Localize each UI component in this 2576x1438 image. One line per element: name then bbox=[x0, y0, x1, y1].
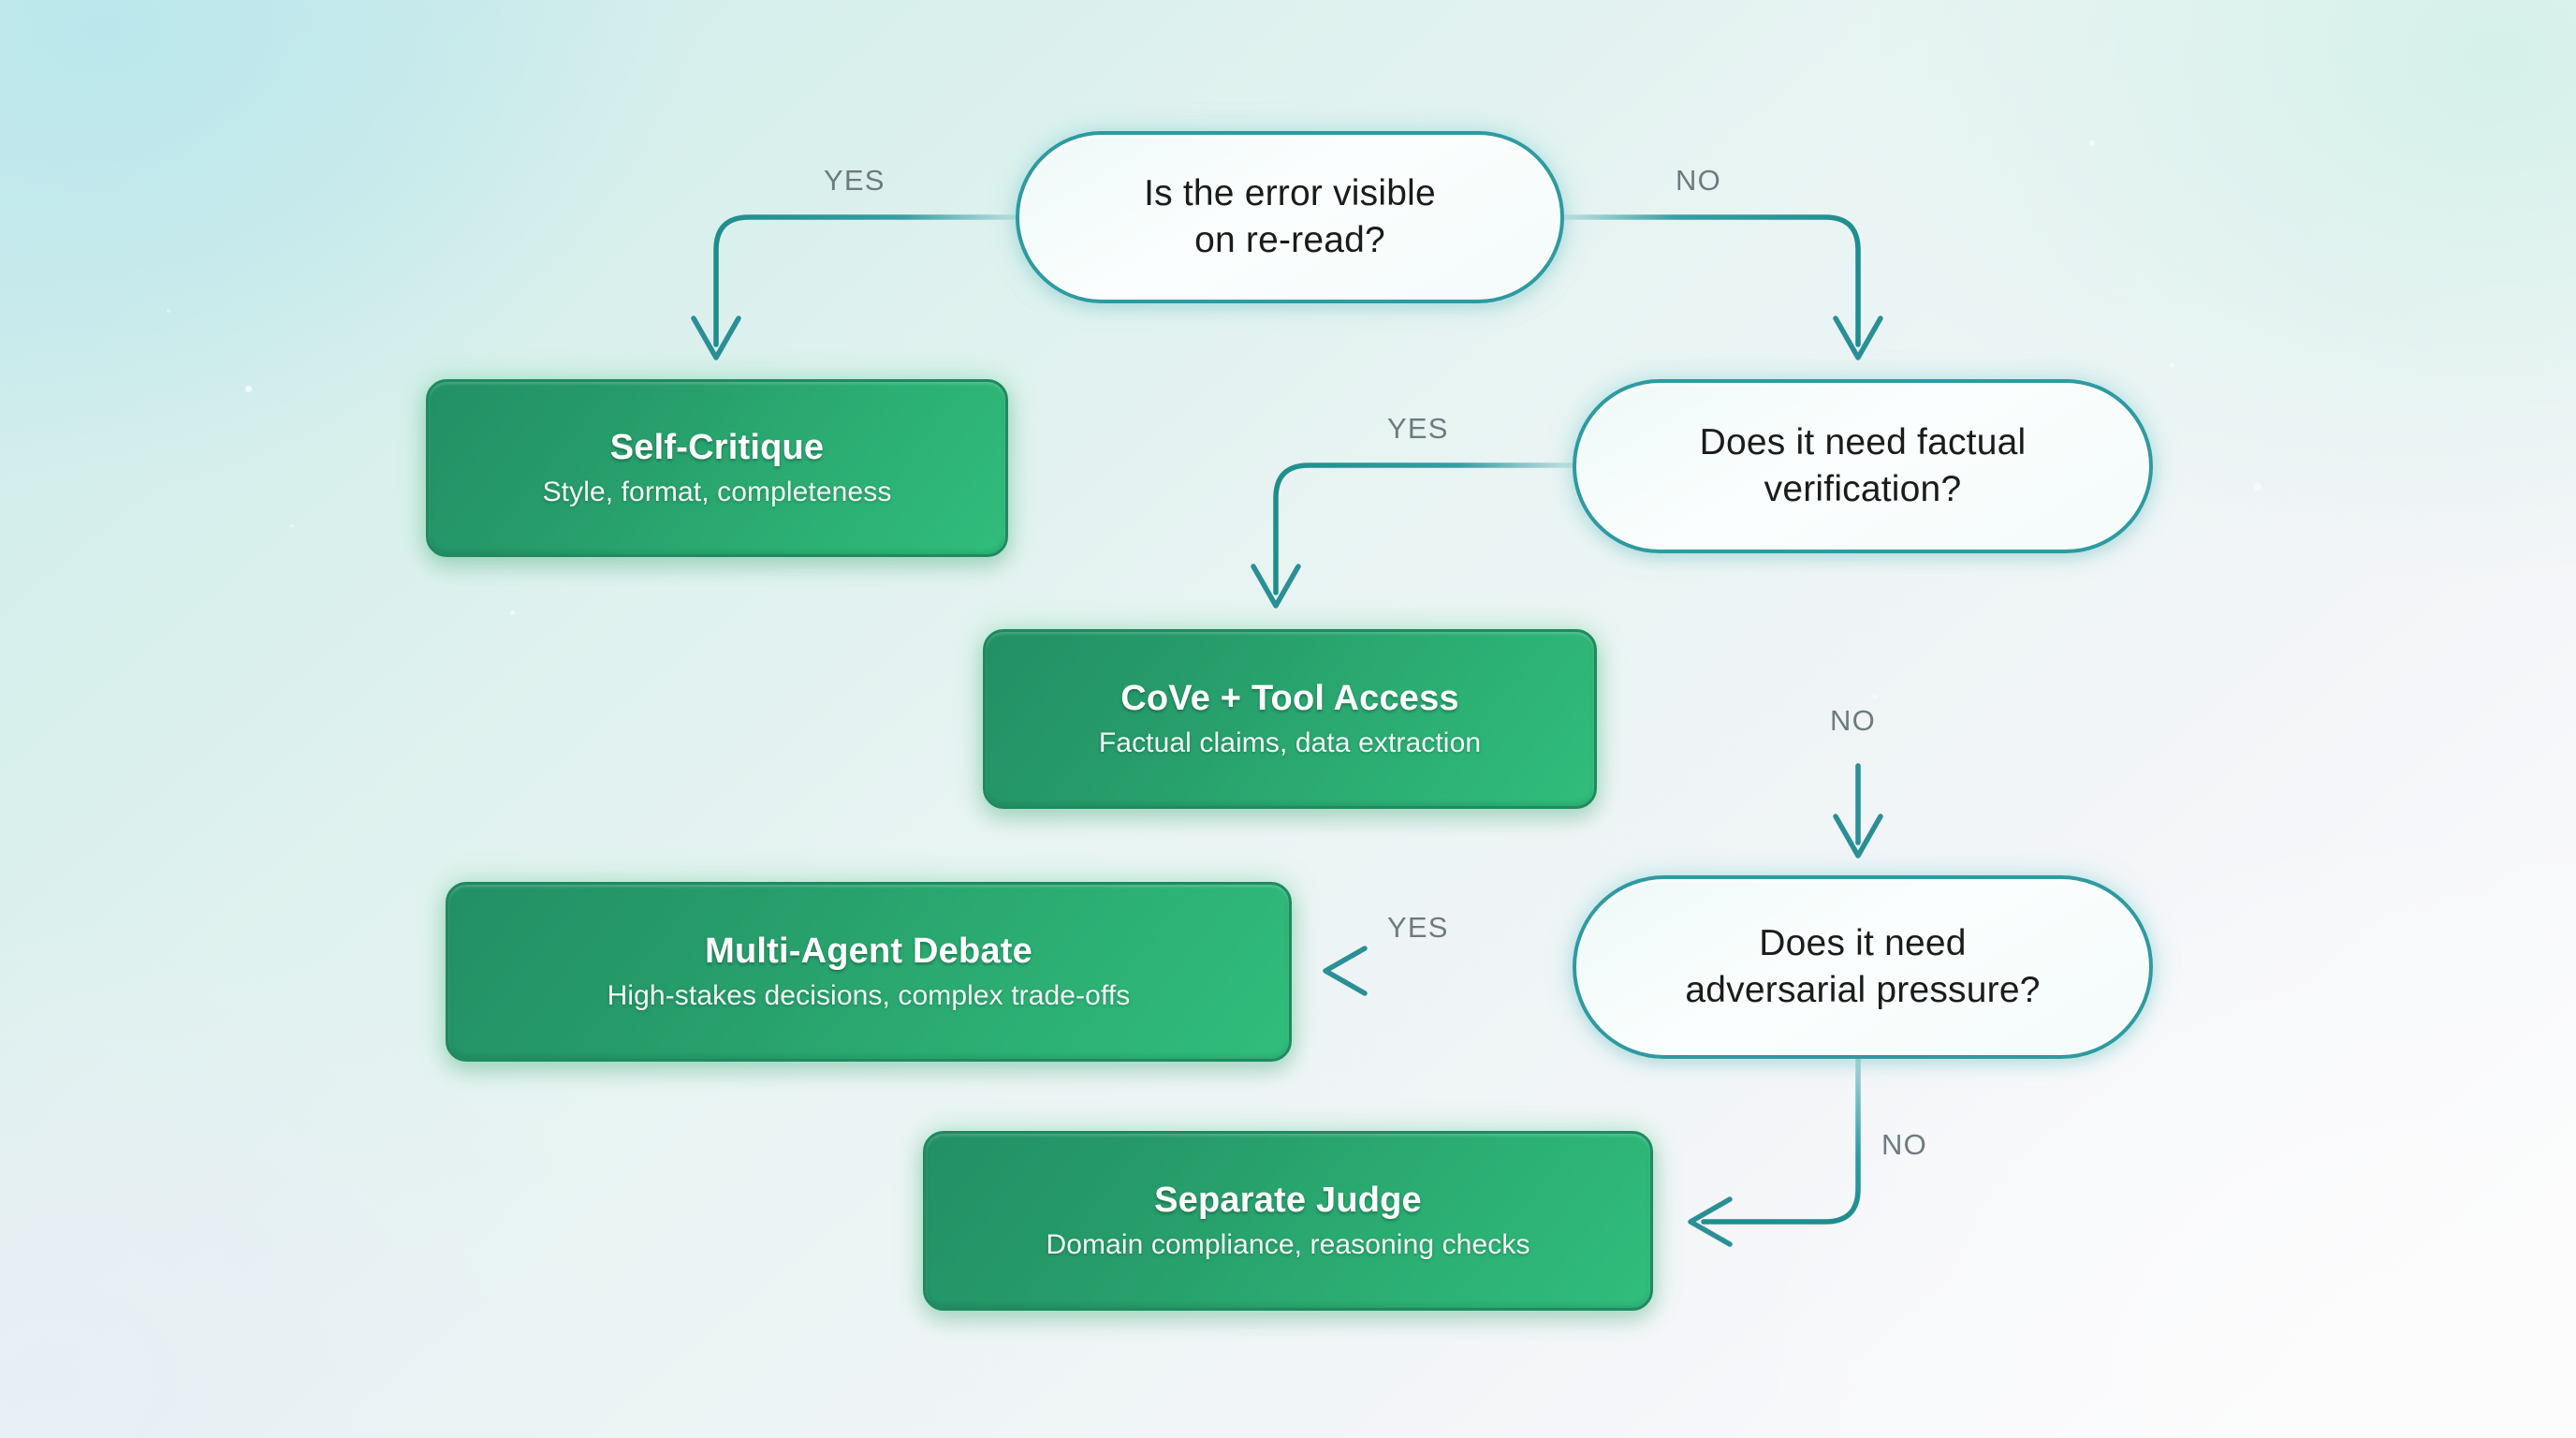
outcome-subtitle: Domain compliance, reasoning checks bbox=[1046, 1229, 1530, 1260]
outcome-title: Separate Judge bbox=[1154, 1181, 1422, 1220]
decision-line-2: adversarial pressure? bbox=[1685, 970, 2041, 1010]
decision-node-error-visible[interactable]: Is the error visible on re-read? bbox=[1016, 131, 1564, 303]
edge-d2-yes-path bbox=[1273, 462, 1575, 595]
outcome-title: Self-Critique bbox=[609, 428, 825, 467]
edge-label-d2-no: NO bbox=[1830, 704, 1876, 737]
decision-line-2: verification? bbox=[1764, 469, 1962, 509]
edge-label-d3-yes: YES bbox=[1387, 911, 1449, 944]
decision-line-1: Does it need factual bbox=[1699, 422, 2027, 463]
edge-d3-no-path bbox=[1701, 1055, 1861, 1225]
edge-d3-yes-arrow bbox=[1323, 946, 1368, 996]
decision-node-adversarial-pressure-text: Does it need adversarial pressure? bbox=[1685, 920, 2040, 1014]
edge-d1-yes-arrow bbox=[691, 315, 741, 360]
decision-node-adversarial-pressure[interactable]: Does it need adversarial pressure? bbox=[1573, 875, 2153, 1059]
outcome-title: Multi-Agent Debate bbox=[705, 932, 1032, 971]
outcome-subtitle: Factual claims, data extraction bbox=[1098, 727, 1482, 758]
outcome-title: CoVe + Tool Access bbox=[1120, 679, 1459, 718]
decision-line-2: on re-read? bbox=[1194, 220, 1385, 260]
outcome-card-cove-tool-access[interactable]: CoVe + Tool Access Factual claims, data … bbox=[983, 629, 1597, 809]
decision-node-error-visible-text: Is the error visible on re-read? bbox=[1144, 170, 1436, 264]
edge-label-d1-yes: YES bbox=[824, 164, 886, 197]
edge-d3-no-arrow bbox=[1688, 1196, 1733, 1247]
decision-line-1: Does it need bbox=[1759, 923, 1967, 964]
outcome-subtitle: High-stakes decisions, complex trade-off… bbox=[607, 980, 1131, 1011]
edge-d1-no-arrow bbox=[1833, 315, 1883, 360]
outcome-card-multi-agent-debate[interactable]: Multi-Agent Debate High-stakes decisions… bbox=[446, 882, 1292, 1062]
decision-node-factual-verification[interactable]: Does it need factual verification? bbox=[1573, 379, 2153, 553]
outcome-card-separate-judge[interactable]: Separate Judge Domain compliance, reason… bbox=[923, 1131, 1653, 1311]
outcome-subtitle: Style, format, completeness bbox=[542, 477, 892, 507]
edge-d2-yes-arrow bbox=[1251, 564, 1301, 609]
edge-label-d3-no: NO bbox=[1881, 1128, 1927, 1161]
edge-d1-no-path bbox=[1560, 214, 1861, 347]
outcome-card-self-critique[interactable]: Self-Critique Style, format, completenes… bbox=[426, 379, 1008, 557]
edge-label-d1-no: NO bbox=[1676, 164, 1721, 197]
edge-d2-no-arrow bbox=[1833, 814, 1883, 858]
decision-line-1: Is the error visible bbox=[1144, 173, 1436, 214]
decision-node-factual-verification-text: Does it need factual verification? bbox=[1700, 419, 2027, 513]
edge-d1-yes-path bbox=[713, 214, 1018, 347]
edge-label-d2-yes: YES bbox=[1387, 412, 1449, 445]
